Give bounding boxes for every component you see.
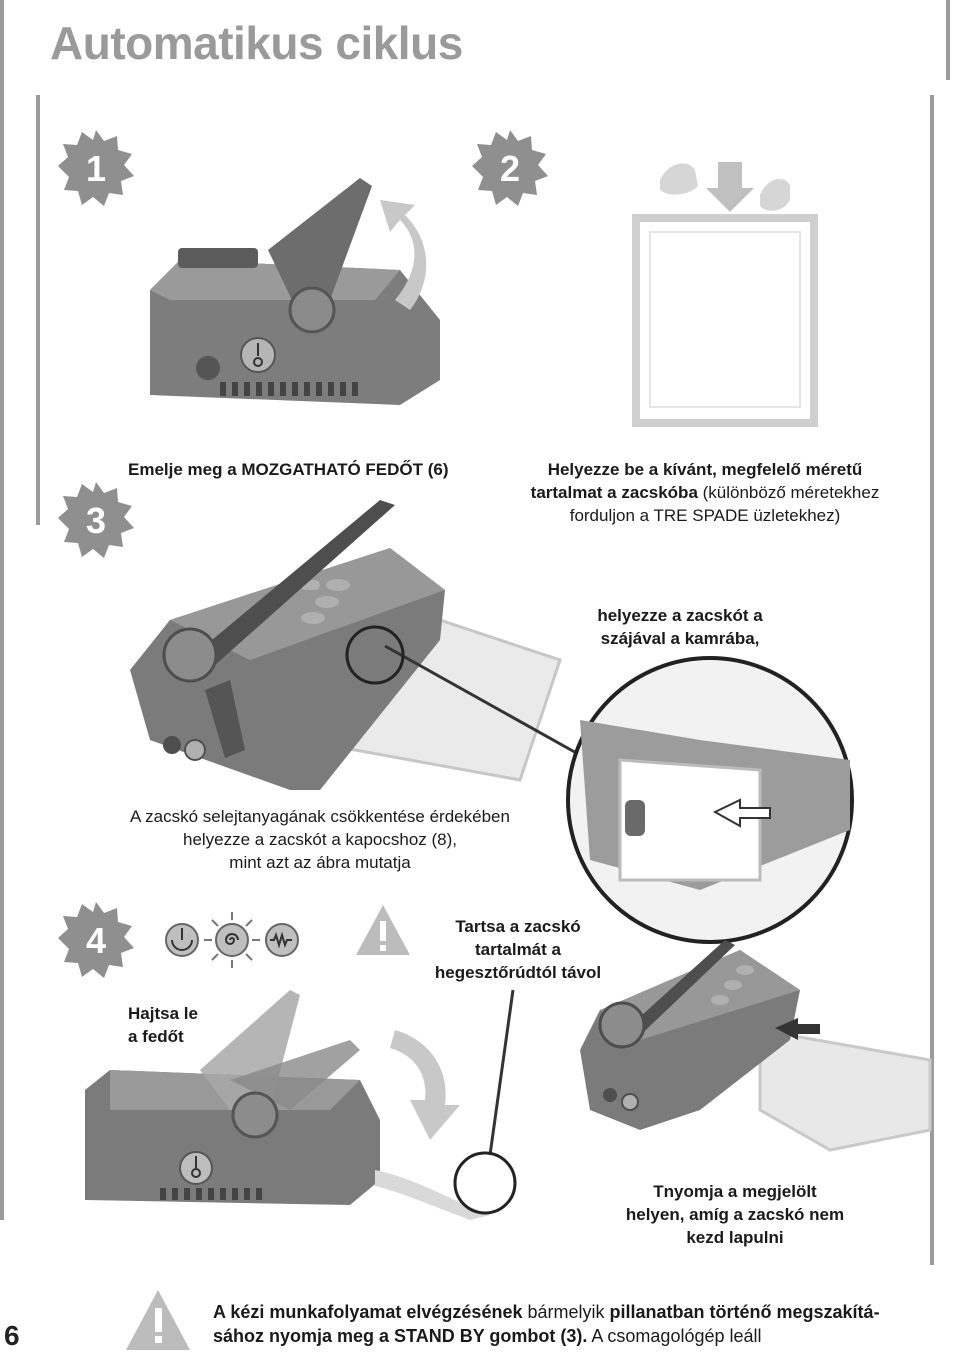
right-margin-rule (946, 0, 950, 80)
step-4-warn-line3: hegesztőrúdtól távol (434, 963, 602, 982)
step-3-b-line2: helyezze a zacskót a kapocshoz (8), (182, 830, 458, 849)
step-2-number: 2 (499, 148, 521, 189)
step-4-warning-caption: Tartsa a zacskó tartalmát a hegesztőrúdt… (418, 915, 618, 984)
footer-l2-bold: sához nyomja meg a STAND BY gombot (3). (213, 1326, 588, 1346)
step-1-caption: Emelje meg a MOZGATHATÓ FEDŐT (6) (128, 458, 468, 481)
step-4-number: 4 (85, 920, 107, 961)
page-title: Automatikus ciklus (50, 17, 463, 69)
step-3-a-line2: szájával a kamrába, (600, 629, 760, 648)
footer-l2-normal: A csomagológép leáll (587, 1326, 762, 1346)
step-4-fold-caption: Hajtsa le a fedőt (128, 1002, 248, 1048)
step-3-a-line1: helyezze a zacskót a (597, 606, 763, 625)
control-icons (165, 912, 299, 968)
step-4-press-line2: helyen, amíg a zacskó nem (625, 1205, 845, 1224)
left-margin-rule (0, 0, 4, 1220)
footer-l1-bold1: A kézi munkafolyamat elvégzésének (213, 1302, 523, 1322)
step-4-press-line1: Tnyomja a megjelölt (653, 1182, 817, 1201)
step-4-fold-line2: a fedőt (128, 1027, 184, 1046)
footer-warning-text: A kézi munkafolyamat elvégzésének bármel… (213, 1300, 913, 1348)
machine-lid-open (150, 178, 440, 405)
step-2-line2-rest: (különböző méretekhez (697, 483, 880, 502)
right-rule (930, 95, 934, 1265)
machine-lid-closed (580, 940, 932, 1152)
machine-closing-lid (85, 989, 517, 1220)
machine-with-bag (130, 500, 854, 944)
step-4-fold-line1: Hajtsa le (128, 1004, 198, 1023)
step-3-caption-a: helyezze a zacskót a szájával a kamrába, (565, 604, 795, 650)
step-2-line3: forduljon a TRE SPADE üzletekhez) (569, 506, 841, 525)
step-2-line2-bold: tartalmat a zacskóba (530, 483, 698, 502)
step-3-b-line3: mint azt az ábra mutatja (229, 853, 411, 872)
footer-l1-bold2: pillanatban történő megszakítá- (609, 1302, 880, 1322)
bag-illustration (632, 162, 818, 427)
inner-left-rule (36, 95, 40, 525)
step-4-warn-line1: Tartsa a zacskó (455, 917, 581, 936)
step-1-number: 1 (85, 148, 107, 189)
step-4-press-line3: kezd lapulni (686, 1228, 784, 1247)
footer-l1-normal: bármelyik (522, 1302, 610, 1322)
step-2-line1: Helyezze be a kívánt, megfelelő méretű (547, 460, 863, 479)
warning-triangle-step4 (356, 905, 410, 955)
step-4-press-caption: Tnyomja a megjelölt helyen, amíg a zacsk… (600, 1180, 870, 1249)
step-4-warn-line2: tartalmát a (475, 940, 561, 959)
step-1-text: Emelje meg a MOZGATHATÓ FEDŐT (6) (128, 460, 449, 479)
step-3-caption-b: A zacskó selejtanyagának csökkentése érd… (110, 805, 530, 874)
step-3-b-line1: A zacskó selejtanyagának csökkentése érd… (130, 807, 510, 826)
warning-triangle-footer (126, 1290, 190, 1350)
page-number: 6 (4, 1320, 20, 1351)
step-2-caption: Helyezze be a kívánt, megfelelő méretű t… (500, 458, 910, 527)
step-3-number: 3 (85, 500, 107, 541)
